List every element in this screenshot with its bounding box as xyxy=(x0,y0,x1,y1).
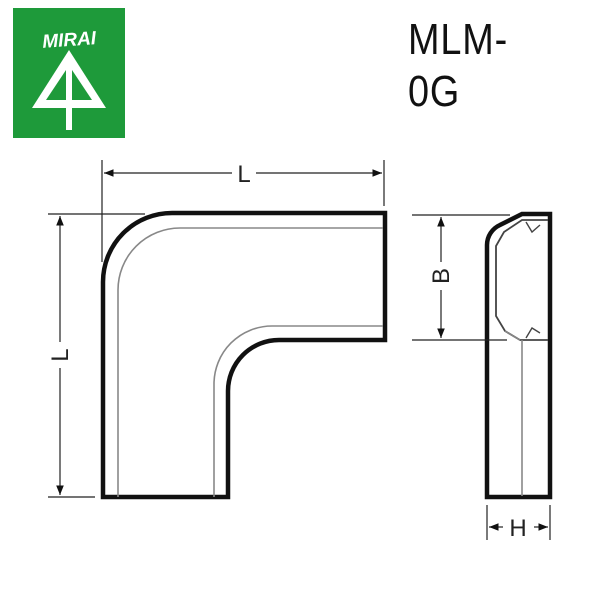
logo-brand-text: MIRAI xyxy=(42,28,98,53)
model-number-title: MLM-0G xyxy=(408,15,509,116)
mirai-tree-logo-icon: MIRAI xyxy=(13,8,125,138)
side-profile-view xyxy=(484,211,553,500)
elbow-front-view xyxy=(100,210,388,500)
dimension-h-label: H xyxy=(509,515,526,542)
dimension-h: H xyxy=(486,505,551,542)
dimension-b: B xyxy=(412,214,510,341)
dimension-top-l: L xyxy=(101,160,385,262)
mirai-logo: MIRAI xyxy=(13,8,125,138)
dimension-left-l: L xyxy=(47,213,145,498)
dimension-b-label: B xyxy=(428,268,455,284)
dimension-top-label: L xyxy=(237,161,250,188)
dimension-left-label: L xyxy=(47,348,74,361)
